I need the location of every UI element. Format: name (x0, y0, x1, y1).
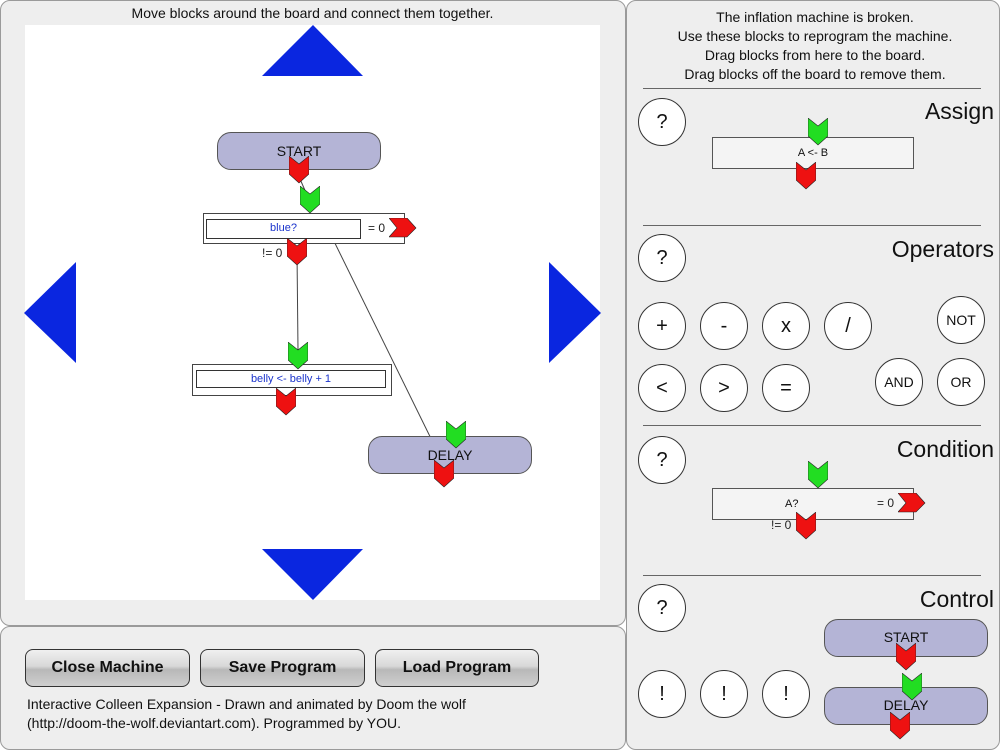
palette-start-output-connector-icon (896, 643, 916, 671)
palette-instruction-line: The inflation machine is broken. (716, 9, 914, 25)
palette-condition-false-connector-icon (796, 512, 816, 540)
control-bang-button-2[interactable]: ! (700, 670, 748, 718)
operator-or-button[interactable]: OR (937, 358, 985, 406)
operator-divide-button[interactable]: / (824, 302, 872, 350)
condition-input-connector-icon[interactable] (300, 186, 320, 214)
condition-section-title: Condition (896, 436, 994, 462)
condition-expression-field[interactable]: blue? (206, 219, 361, 239)
operator-equals-button[interactable]: = (762, 364, 810, 412)
palette-instruction-line: Drag blocks off the board to remove them… (684, 66, 946, 82)
palette-condition-true-label: = 0 (877, 496, 895, 510)
palette-condition-input-connector-icon (808, 461, 828, 489)
credits-line-2: (http://doom-the-wolf.deviantart.com). P… (27, 715, 401, 731)
control-section-title: Control (919, 586, 994, 612)
board-instruction: Move blocks around the board and connect… (131, 5, 494, 21)
scroll-up-arrow[interactable] (262, 25, 364, 77)
credits-line-1: Interactive Colleen Expansion - Drawn an… (27, 696, 466, 712)
assign-section-title: Assign (924, 98, 994, 124)
control-bang-button-3[interactable]: ! (762, 670, 810, 718)
palette-assign-block[interactable]: A <- B (712, 137, 914, 169)
palette-instructions: The inflation machine is broken. Use the… (640, 8, 990, 84)
scroll-right-arrow[interactable] (549, 262, 602, 364)
palette-assign-output-connector-icon (796, 162, 816, 190)
operator-multiply-button[interactable]: x (762, 302, 810, 350)
assign-help-button[interactable]: ? (638, 98, 686, 146)
operators-divider (643, 225, 981, 226)
close-machine-button[interactable]: Close Machine (25, 649, 190, 687)
palette-instruction-line: Use these blocks to reprogram the machin… (677, 28, 953, 44)
credits-text: Interactive Colleen Expansion - Drawn an… (27, 695, 587, 733)
footer-panel (0, 626, 626, 750)
operators-help-button[interactable]: ? (638, 234, 686, 282)
palette-assign-input-connector-icon (808, 118, 828, 146)
palette-delay-input-connector-icon (902, 673, 922, 701)
condition-false-label: != 0 (262, 246, 283, 260)
condition-divider (643, 425, 981, 426)
delay-output-connector-icon[interactable] (434, 460, 454, 488)
palette-delay-output-connector-icon (890, 712, 910, 740)
load-program-button[interactable]: Load Program (375, 649, 539, 687)
assign-divider (643, 88, 981, 89)
delay-input-connector-icon[interactable] (446, 421, 466, 449)
palette-start-label: START (883, 629, 929, 645)
save-program-button[interactable]: Save Program (200, 649, 365, 687)
control-divider (643, 575, 981, 576)
start-block-label: START (276, 143, 322, 159)
palette-condition-true-connector-icon (898, 493, 926, 513)
condition-false-connector-icon[interactable] (287, 238, 307, 266)
operator-greater-than-button[interactable]: > (700, 364, 748, 412)
condition-true-connector-icon[interactable] (389, 218, 417, 238)
operator-plus-button[interactable]: + (638, 302, 686, 350)
delay-block-label: DELAY (427, 447, 473, 463)
condition-help-button[interactable]: ? (638, 436, 686, 484)
palette-instruction-line: Drag blocks from here to the board. (704, 47, 926, 63)
palette-delay-label: DELAY (883, 697, 929, 713)
operator-and-button[interactable]: AND (875, 358, 923, 406)
operator-not-button[interactable]: NOT (937, 296, 985, 344)
palette-condition-false-label: != 0 (771, 518, 792, 532)
assign-output-connector-icon[interactable] (276, 388, 296, 416)
operator-minus-button[interactable]: - (700, 302, 748, 350)
palette-condition-expression: A? (785, 498, 799, 510)
assign-expression-field[interactable]: belly <- belly + 1 (196, 370, 386, 388)
scroll-down-arrow[interactable] (262, 549, 364, 601)
condition-true-label: = 0 (368, 221, 386, 235)
program-board[interactable] (25, 25, 600, 600)
control-help-button[interactable]: ? (638, 584, 686, 632)
operator-less-than-button[interactable]: < (638, 364, 686, 412)
assign-input-connector-icon[interactable] (288, 342, 308, 370)
scroll-left-arrow[interactable] (24, 262, 77, 364)
operators-section-title: Operators (891, 236, 994, 262)
control-bang-button-1[interactable]: ! (638, 670, 686, 718)
start-output-connector-icon[interactable] (289, 156, 309, 184)
